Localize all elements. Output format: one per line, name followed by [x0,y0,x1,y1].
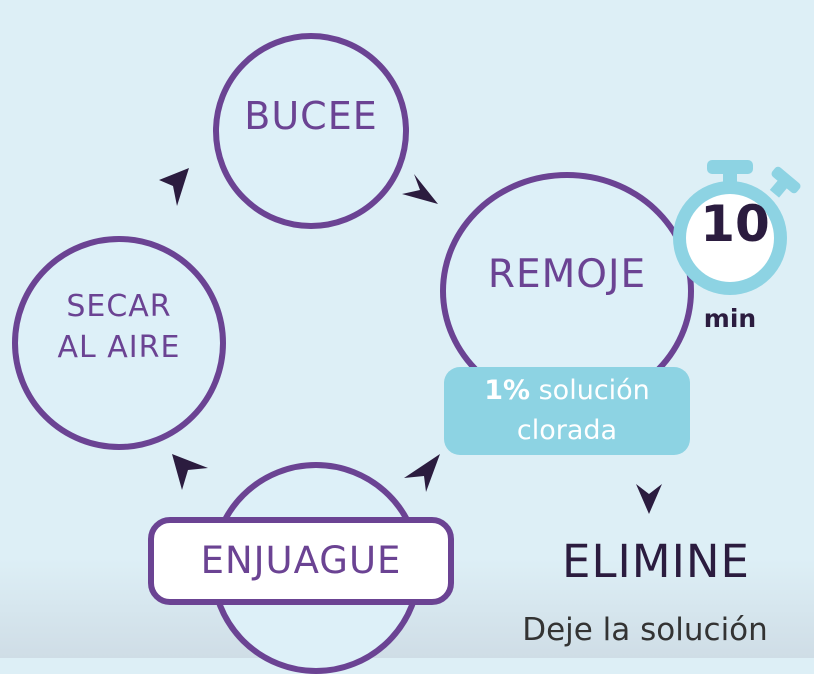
arrow-icon [172,454,208,490]
solution-label-rest: solución [530,375,650,406]
step-label-secar-line1: SECAR [66,289,172,324]
step-label-bucee: BUCEE [244,94,378,138]
arrow-icon [402,174,438,204]
stopwatch-icon [673,160,801,295]
enjuague-pill [148,517,454,605]
dispose-title: ELIMINE [562,535,750,588]
step-label-remoje: REMOJE [487,252,647,297]
chlorine-solution-badge: 1% solución clorada [444,367,690,455]
timer-value: 10 [700,195,770,253]
timer-unit: min [703,304,757,333]
arrow-icon [159,168,189,206]
solution-percent: 1% [484,375,531,406]
step-label-enjuague: ENJUAGUE [200,539,402,582]
dispose-description: Deje la solución [522,612,768,648]
secar-circle [12,236,226,450]
arrow-icon [636,484,662,514]
solution-label-line2: clorada [516,415,618,446]
bucee-circle [213,33,409,229]
arrow-icon [404,454,440,492]
step-label-secar-line2: AL AIRE [57,330,181,365]
